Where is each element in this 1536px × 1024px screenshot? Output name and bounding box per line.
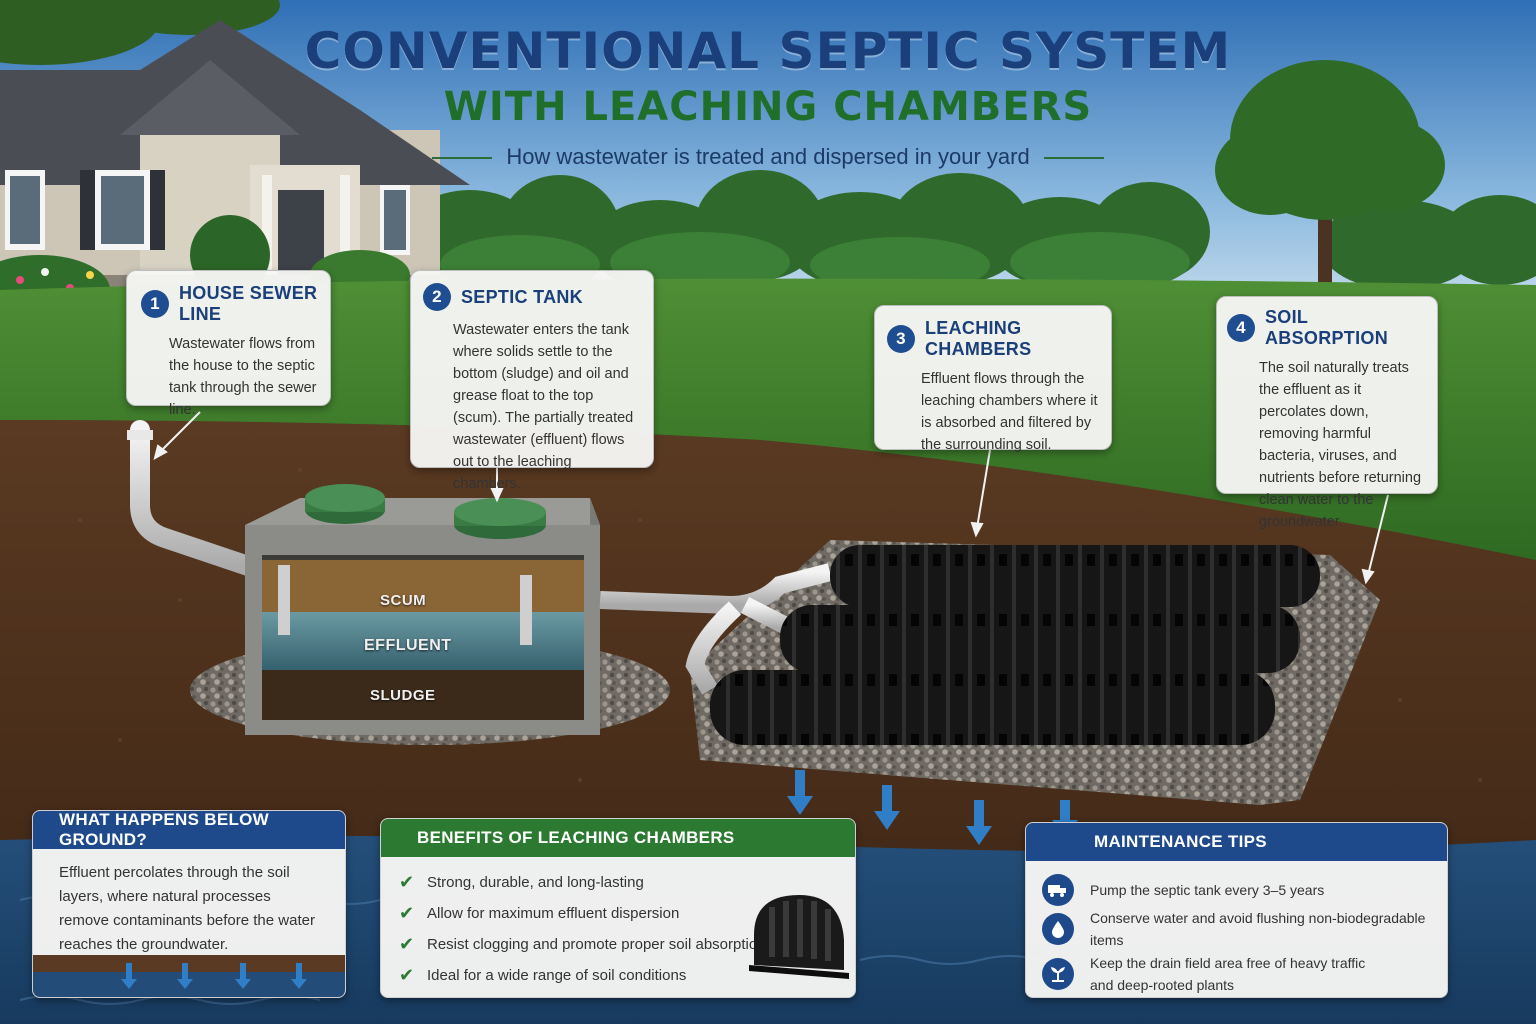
leaching-chambers [710, 545, 1320, 745]
callout-leaching-chambers: 3 LEACHING CHAMBERS Effluent flows throug… [874, 305, 1112, 453]
benefit-item: ✔Allow for maximum effluent dispersion [399, 903, 680, 923]
benefit-item: ✔Resist clogging and promote proper soil… [399, 934, 766, 954]
panel-text: Effluent percolates through the soil lay… [59, 864, 315, 953]
step-description: Wastewater flows from the house to the s… [169, 336, 317, 418]
step-number-badge: 2 [423, 283, 451, 311]
leaching-chamber-icon [749, 895, 849, 979]
step-title: LEACHING CHAMBERS [925, 318, 1032, 359]
page-title: CONVENTIONAL SEPTIC SYSTEM [304, 22, 1232, 80]
panel-below-ground: WHAT HAPPENS BELOW GROUND? Effluent perc… [32, 810, 346, 998]
panel-maintenance: MAINTENANCE TIPS Pump the septic tank ev… [1025, 822, 1448, 998]
step-description: Effluent flows through the leaching cham… [921, 371, 1098, 453]
septic-tank [245, 484, 600, 735]
benefit-item: ✔Strong, durable, and long-lasting [399, 872, 644, 892]
panel-title: WHAT HAPPENS BELOW GROUND? [33, 811, 345, 849]
tank-label-effluent: EFFLUENT [364, 637, 452, 654]
step-number-badge: 3 [887, 325, 915, 353]
subtitle-rule-right [1043, 157, 1104, 160]
step-title: SEPTIC TANK [461, 286, 583, 307]
page-title-secondary: WITH LEACHING CHAMBERS [443, 84, 1093, 130]
panel-soil-strip [33, 955, 345, 997]
maintenance-item: Conserve water and avoid flushing non-bi… [1042, 909, 1437, 949]
maintenance-item: Pump the septic tank every 3–5 years [1042, 871, 1437, 909]
check-icon: ✔ [399, 872, 415, 892]
callout-house-sewer-line: 1 HOUSE SEWER LINE Wastewater flows from … [126, 270, 331, 418]
plant-icon [1042, 958, 1074, 990]
callout-soil-absorption: 4 SOIL ABSORPTION The soil naturally trea… [1216, 296, 1438, 530]
step-description: Wastewater enters the tank where solids … [453, 322, 634, 492]
step-number-badge: 1 [141, 290, 169, 318]
check-icon: ✔ [399, 934, 415, 954]
maintenance-item: Keep the drain field area free of heavy … [1042, 949, 1437, 997]
step-number-badge: 4 [1227, 314, 1255, 342]
sewer-pipe [130, 420, 270, 580]
step-description: The soil naturally treats the effluent a… [1259, 360, 1422, 530]
tank-label-sludge: SLUDGE [370, 687, 436, 704]
truck-icon [1042, 874, 1074, 906]
maintenance-list: Pump the septic tank every 3–5 years Con… [1026, 861, 1447, 997]
step-title: SOIL ABSORPTION [1265, 307, 1389, 348]
down-arrows-icon [121, 963, 307, 989]
check-icon: ✔ [399, 903, 415, 923]
tank-label-scum: SCUM [380, 592, 427, 609]
subtitle-rule-left [432, 157, 493, 160]
water-drop-icon [1042, 913, 1074, 945]
panel-title: BENEFITS OF LEACHING CHAMBERS [381, 819, 855, 857]
panel-title: MAINTENANCE TIPS [1026, 823, 1447, 861]
check-icon: ✔ [399, 965, 415, 985]
benefit-item: ✔Ideal for a wide range of soil conditio… [399, 965, 687, 985]
panel-benefits: BENEFITS OF LEACHING CHAMBERS ✔Strong, d… [380, 818, 856, 998]
subtitle-text: How wastewater is treated and dispersed … [506, 144, 1030, 169]
callout-septic-tank: 2 SEPTIC TANK Wastewater enters the tank … [410, 270, 654, 492]
step-title: HOUSE SEWER LINE [179, 283, 318, 324]
page-subtitle: How wastewater is treated and dispersed … [0, 144, 1536, 170]
benefits-list: ✔Strong, durable, and long-lasting ✔Allo… [381, 857, 855, 991]
